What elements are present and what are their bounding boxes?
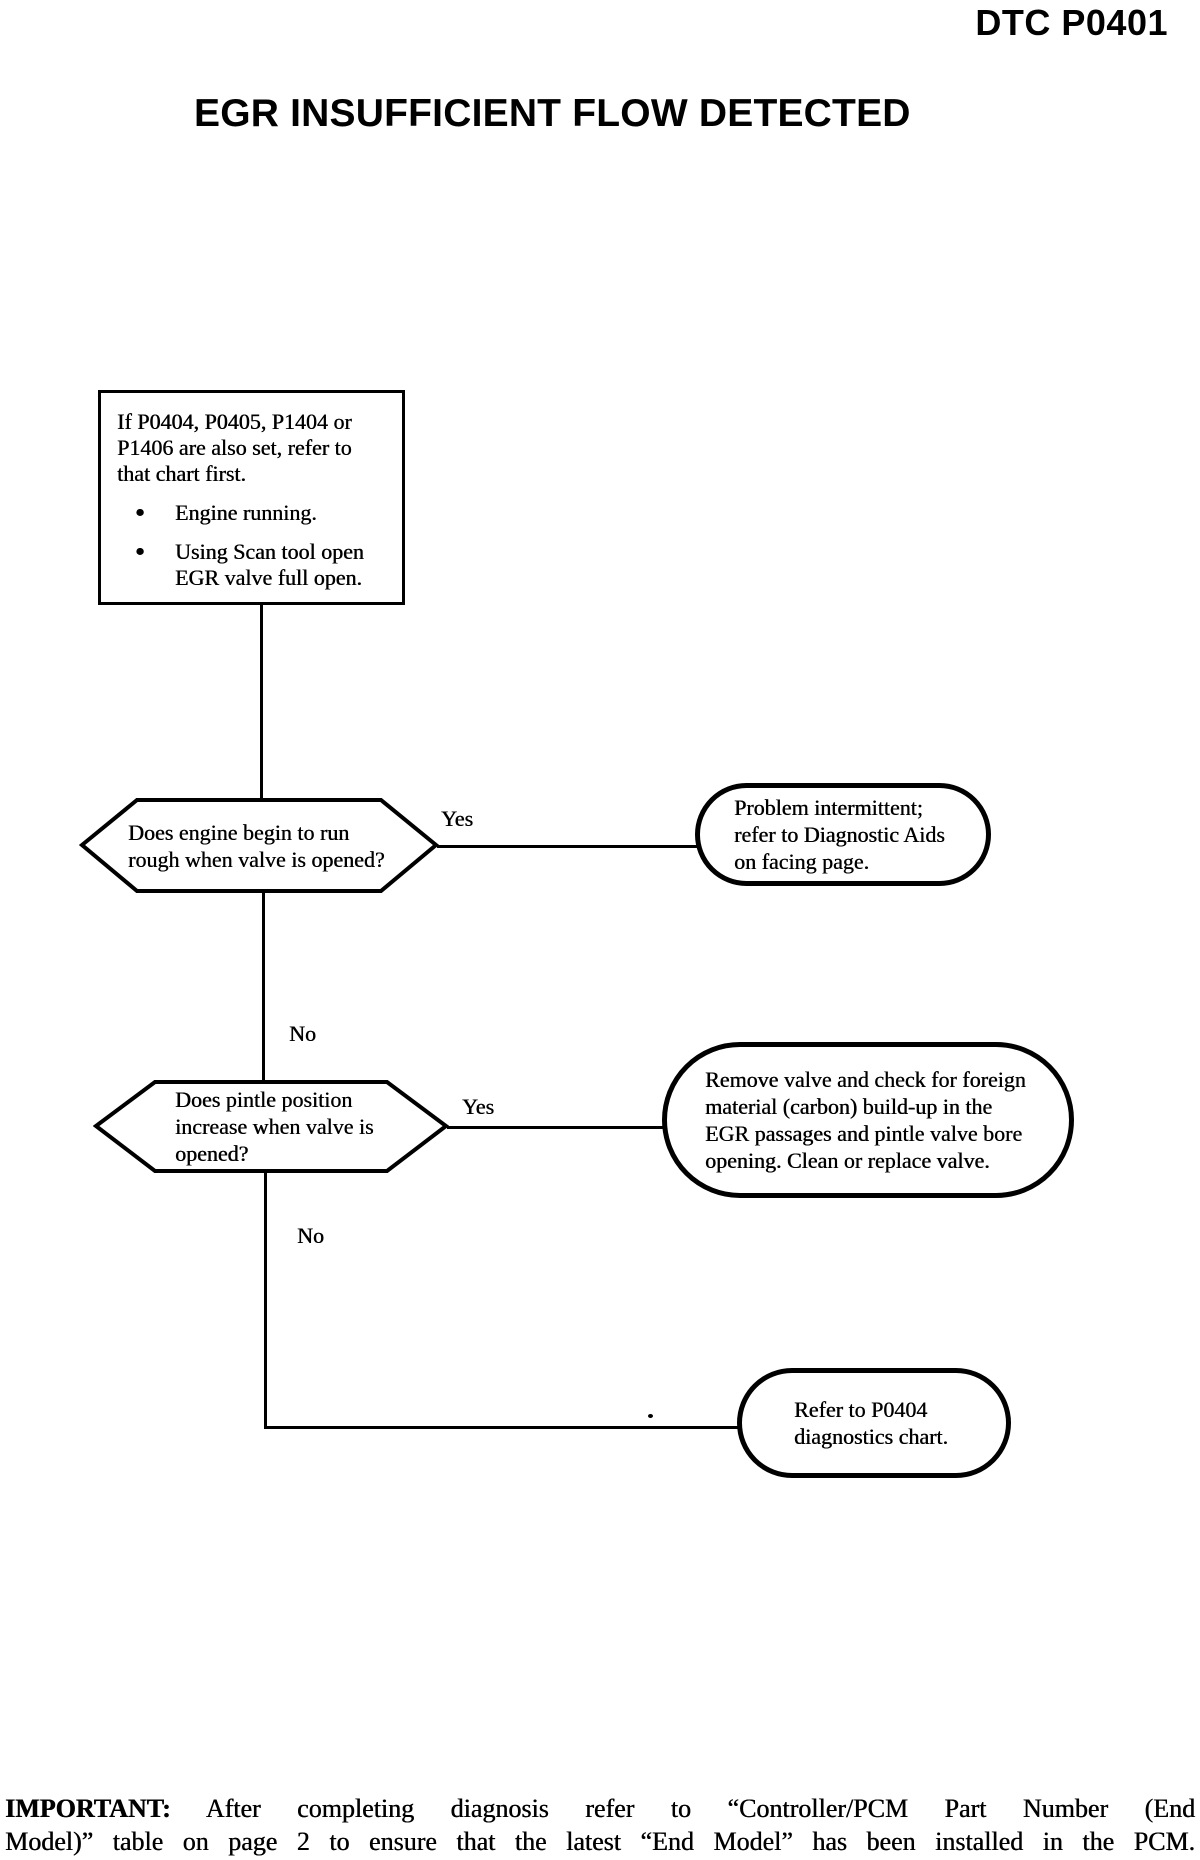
connector-decision2-yes [447,1126,664,1129]
decision-text-line: rough when valve is opened? [128,846,385,872]
bullet-text: Engine running. [174,500,317,525]
decision-pintle-position: Does pintle position increase when valve… [93,1078,449,1175]
terminal-text-line: Refer to P0404 [794,1397,928,1422]
decision-hexagon-shape [93,1080,449,1173]
important-label: IMPORTANT: [5,1794,171,1823]
connector-no-horizontal-to-terminal3 [264,1426,740,1429]
connector-decision1-yes [437,845,697,848]
page-title: EGR INSUFFICIENT FLOW DETECTED [194,92,911,135]
connector-decision1-to-decision2 [262,893,265,1080]
start-box-note-line: If P0404, P0405, P1404 or [117,409,352,434]
yes-label-decision1: Yes [441,806,474,831]
decision-text-line: opened? [175,1141,249,1166]
start-box-note: If P0404, P0405, P1404 or P1406 are also… [117,409,396,487]
start-box: If P0404, P0405, P1404 or P1406 are also… [98,390,405,605]
terminal-text-line: material (carbon) build-up in the [705,1094,993,1119]
dtc-code: DTC P0401 [975,2,1168,43]
terminal-problem-intermittent: Problem intermittent; refer to Diagnosti… [695,783,991,886]
terminal-text-line: on facing page. [734,849,869,874]
no-label-decision1: No [289,1021,316,1046]
decision-text-line: Does pintle position [175,1087,353,1112]
decision-text-line: increase when valve is [175,1114,374,1139]
connector-startbox-to-decision1 [260,605,263,798]
terminal-text-line: Remove valve and check for foreign [705,1067,1026,1092]
important-note-line1: IMPORTANT: After completing diagnosis re… [5,1792,1195,1825]
decision-hexagon-shape [79,798,439,893]
yes-label-decision2: Yes [462,1094,495,1119]
terminal-text-line: opening. Clean or replace valve. [705,1148,990,1173]
terminal-remove-valve: Remove valve and check for foreign mater… [662,1042,1074,1198]
no-label-decision2: No [297,1223,324,1248]
terminal-text-line: EGR passages and pintle valve bore [705,1121,1023,1146]
decision-engine-rough: Does engine begin to run rough when valv… [79,796,439,895]
important-note-line2: Model)” table on page 2 to ensure that t… [5,1827,1195,1856]
bullet-text: Using Scan tool open EGR valve full open… [174,539,364,590]
terminal-text-line: refer to Diagnostic Aids [734,822,945,847]
bullet-item: ● Using Scan tool open EGR valve full op… [117,539,396,591]
scan-artifact-dot [648,1414,653,1418]
terminal-text-line: Problem intermittent; [734,795,923,820]
terminal-refer-p0404: Refer to P0404 diagnostics chart. [737,1368,1011,1478]
bullet-icon: ● [135,543,145,560]
important-line1-text: After completing diagnosis refer to “Con… [205,1794,1195,1823]
important-note: IMPORTANT: After completing diagnosis re… [5,1792,1195,1858]
connector-decision2-no-vertical [264,1173,267,1429]
start-box-note-line: P1406 are also set, refer to [117,435,352,460]
bullet-icon: ● [135,504,145,521]
bullet-item: ● Engine running. [117,500,396,526]
terminal-text-line: diagnostics chart. [794,1424,948,1449]
decision-text-line: Does engine begin to run [128,819,350,845]
start-box-note-line: that chart first. [117,461,246,486]
